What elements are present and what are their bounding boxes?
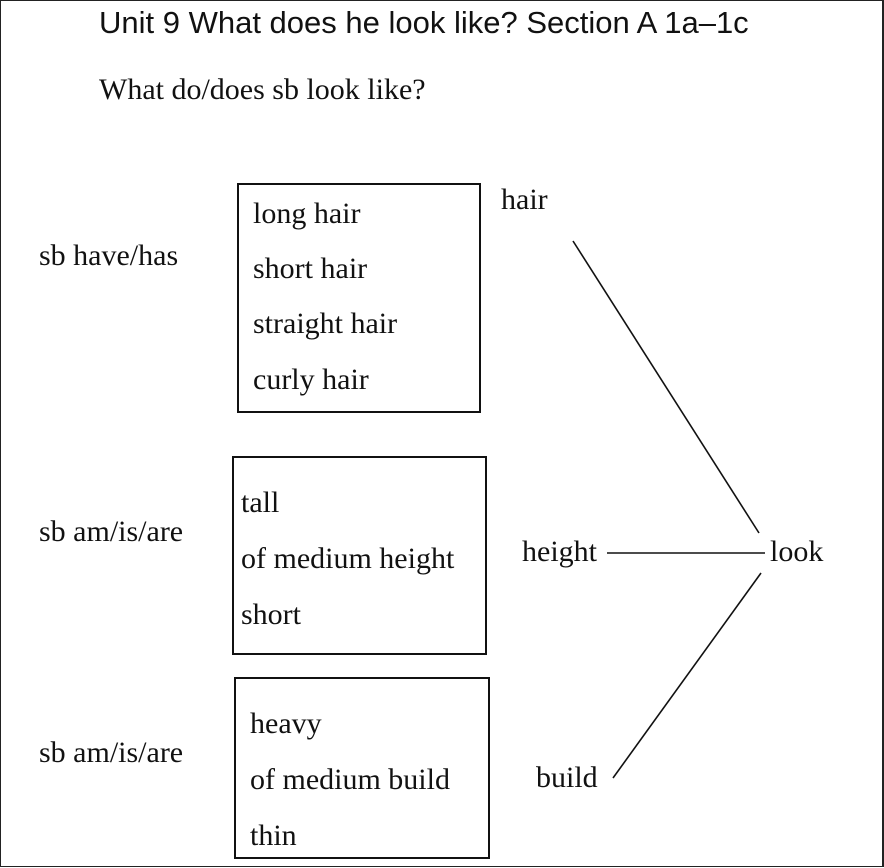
connector-hair-look xyxy=(572,240,760,534)
option-short: short xyxy=(241,598,301,631)
connector-build-look xyxy=(612,572,762,779)
option-long-hair: long hair xyxy=(253,197,361,230)
option-medium-build: of medium build xyxy=(250,763,450,796)
category-hair: hair xyxy=(501,183,548,216)
hair-options-box: long hair short hair straight hair curly… xyxy=(237,183,481,413)
category-build: build xyxy=(536,761,598,794)
subject-label-be-height: sb am/is/are xyxy=(39,515,184,548)
height-options-box: tall of medium height short xyxy=(232,456,487,655)
option-heavy: heavy xyxy=(250,707,322,740)
build-options-box: heavy of medium build thin xyxy=(234,677,490,859)
category-height: height xyxy=(522,535,597,568)
subject-label-have: sb have/has xyxy=(39,239,179,272)
option-medium-height: of medium height xyxy=(241,542,455,575)
option-tall: tall xyxy=(241,486,280,519)
option-straight-hair: straight hair xyxy=(253,307,398,340)
center-node-look: look xyxy=(770,535,824,568)
subject-label-be-build: sb am/is/are xyxy=(39,736,184,769)
guiding-question: What do/does sb look like? xyxy=(99,73,426,106)
page-title: Unit 9 What does he look like? Section A… xyxy=(99,5,749,40)
option-thin: thin xyxy=(250,819,297,852)
option-curly-hair: curly hair xyxy=(253,363,369,396)
option-short-hair: short hair xyxy=(253,252,368,285)
